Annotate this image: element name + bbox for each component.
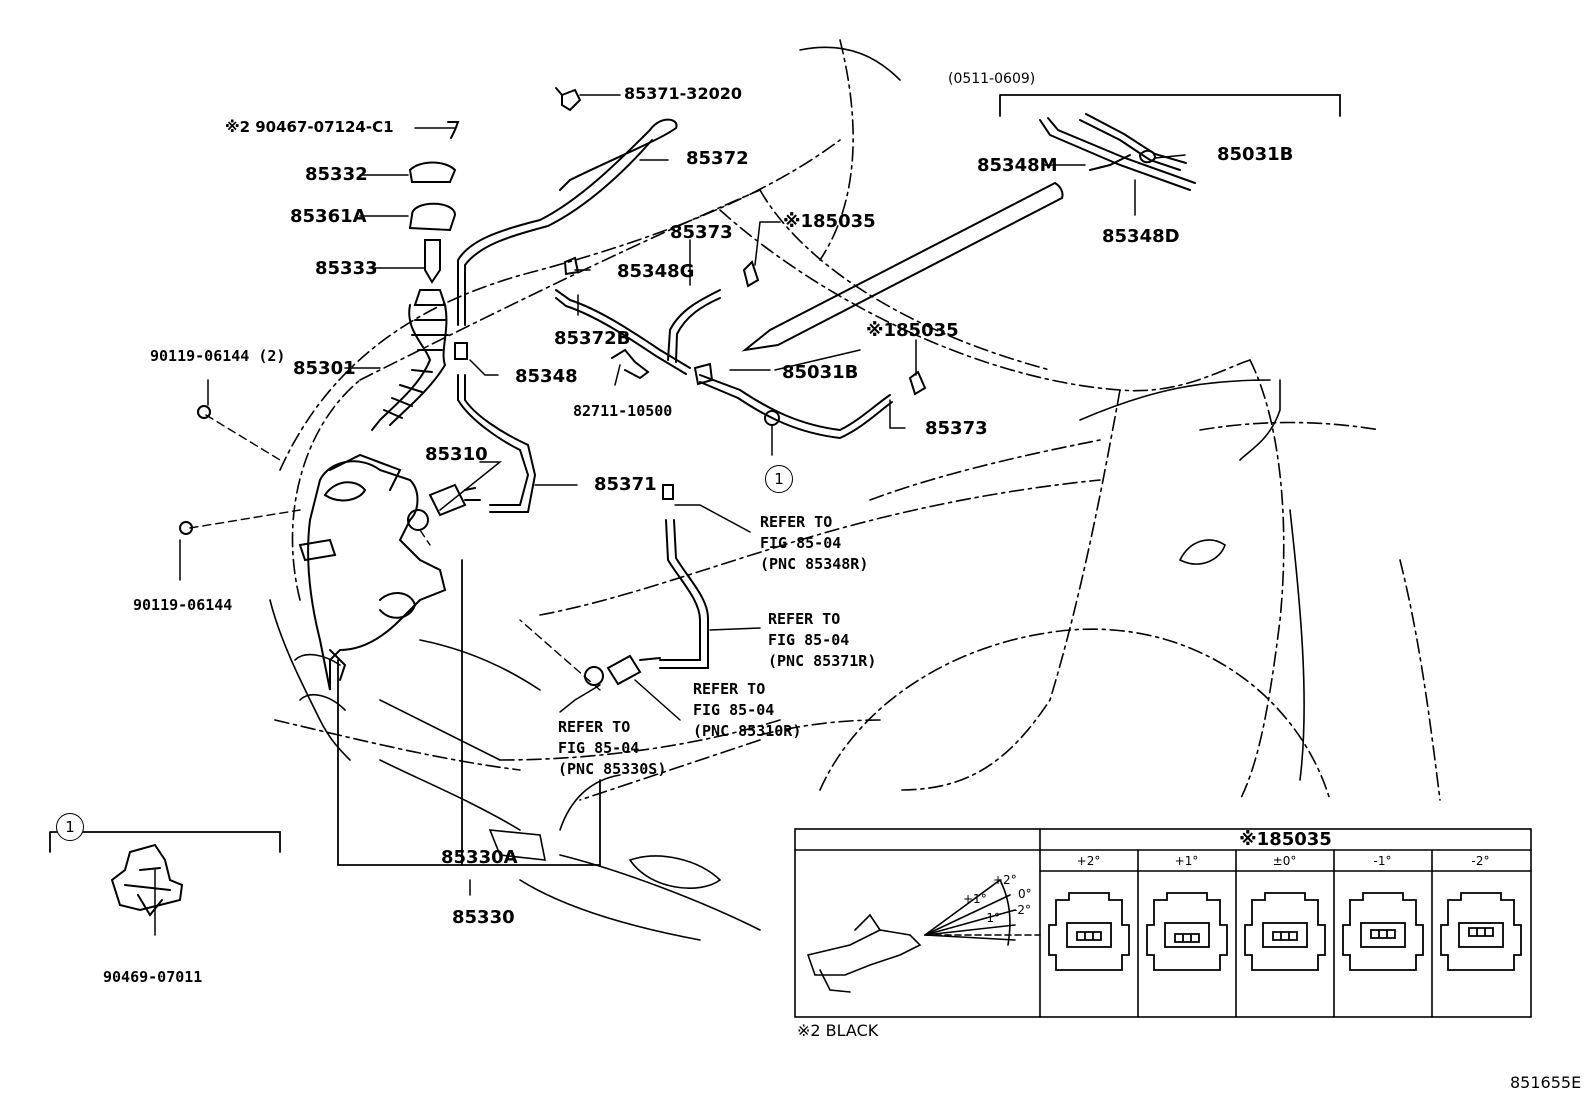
- label-85332: 85332: [305, 164, 368, 185]
- label-85373-lower: 85373: [925, 418, 988, 439]
- refer-line: (PNC 85371R): [768, 652, 877, 670]
- refer-line: REFER TO: [768, 610, 841, 628]
- washer-tank: [298, 453, 447, 691]
- refer-line: FIG 85-04: [768, 631, 850, 649]
- small-parts: [179, 87, 1157, 535]
- filler-neck: [371, 121, 460, 431]
- label-85373-upper: 85373: [670, 222, 733, 243]
- refer-note-85371r: REFER TO FIG 85-04 (PNC 85371R): [768, 609, 876, 672]
- refer-note-85348r: REFER TO FIG 85-04 (PNC 85348R): [760, 512, 868, 575]
- label-90119-06144: 90119-06144: [133, 596, 233, 614]
- angle-column-minus1: -1°: [1373, 854, 1392, 868]
- label-85330: 85330: [452, 907, 515, 928]
- connector-row: [1048, 892, 1522, 971]
- refer-note-85330s: REFER TO FIG 85-04 (PNC 85330S): [558, 717, 666, 780]
- refer-line: REFER TO: [558, 718, 631, 736]
- label-85371-32020: 85371-32020: [624, 84, 742, 103]
- angle-column-minus2: -2°: [1471, 854, 1490, 868]
- fan-angle-minus1: -1°: [982, 911, 1000, 925]
- label-90467-07124-c1: ※2 90467-07124-C1: [225, 118, 394, 136]
- refer-line: (PNC 85348R): [760, 555, 869, 573]
- refer-line: (PNC 85330S): [558, 760, 667, 778]
- hood-arrow: [741, 182, 1064, 352]
- refer-line: (PNC 85310R): [693, 722, 802, 740]
- label-85301: 85301: [293, 358, 356, 379]
- callout-marker-1: 1: [765, 465, 793, 493]
- label-85361a: 85361A: [290, 206, 367, 227]
- label-85333: 85333: [315, 258, 378, 279]
- connector-illustration: [1048, 892, 1130, 971]
- connector-illustration: [1146, 892, 1228, 971]
- fan-angle-plus1: +1°: [963, 892, 987, 906]
- refer-line: FIG 85-04: [558, 739, 640, 757]
- label-90119-06144-2: 90119-06144 (2): [150, 347, 286, 365]
- refer-line: FIG 85-04: [693, 701, 775, 719]
- vehicle-outline: [274, 39, 1441, 801]
- refer-note-85310r: REFER TO FIG 85-04 (PNC 85310R): [693, 679, 801, 742]
- fan-angle-minus2: -2°: [1013, 903, 1031, 917]
- label-85035-upper: ※185035: [783, 211, 876, 232]
- label-85372: 85372: [686, 148, 749, 169]
- label-85348g: 85348G: [617, 261, 695, 282]
- refer-line: REFER TO: [693, 680, 766, 698]
- label-90469-07011: 90469-07011: [103, 968, 203, 986]
- connector-illustration: [1244, 892, 1326, 971]
- footnote-black: ※2 BLACK: [797, 1021, 879, 1040]
- angle-column-plus2: +2°: [1076, 854, 1101, 868]
- connector-illustration: [1342, 892, 1424, 971]
- angle-table: [794, 828, 1532, 1018]
- refer-line: REFER TO: [760, 513, 833, 531]
- clip-90469: [110, 843, 184, 917]
- label-85031b: 85031B: [782, 362, 859, 383]
- label-85372b: 85372B: [554, 328, 631, 349]
- washer-pump: [407, 483, 661, 686]
- label-85031b-variant: 85031B: [1217, 144, 1294, 165]
- label-85330a: 85330A: [441, 847, 518, 868]
- refer-line: FIG 85-04: [760, 534, 842, 552]
- angle-column-zero: ±0°: [1272, 854, 1297, 868]
- label-85035-lower: ※185035: [866, 320, 959, 341]
- nozzle-angle-diagram: [806, 879, 1041, 993]
- figure-code: 851655E: [1510, 1073, 1582, 1092]
- callout-marker-1-legend: 1: [56, 813, 84, 841]
- label-variant-date: (0511-0609): [948, 71, 1036, 87]
- label-85310: 85310: [425, 444, 488, 465]
- label-85348d: 85348D: [1102, 226, 1180, 247]
- leader-lines: [154, 94, 1186, 936]
- angle-table-header: ※185035: [1239, 829, 1332, 850]
- label-85371: 85371: [594, 474, 657, 495]
- assembly-bracket: [49, 94, 1341, 866]
- label-82711-10500: 82711-10500: [573, 402, 673, 420]
- label-85348: 85348: [515, 366, 578, 387]
- hoses: [457, 113, 1196, 669]
- fan-angle-zero: 0°: [1018, 887, 1032, 901]
- label-85348m: 85348M: [977, 155, 1058, 176]
- angle-column-plus1: +1°: [1174, 854, 1199, 868]
- connector-illustration: [1440, 892, 1522, 971]
- fan-angle-plus2: +2°: [993, 873, 1017, 887]
- dashed-links: [189, 414, 601, 691]
